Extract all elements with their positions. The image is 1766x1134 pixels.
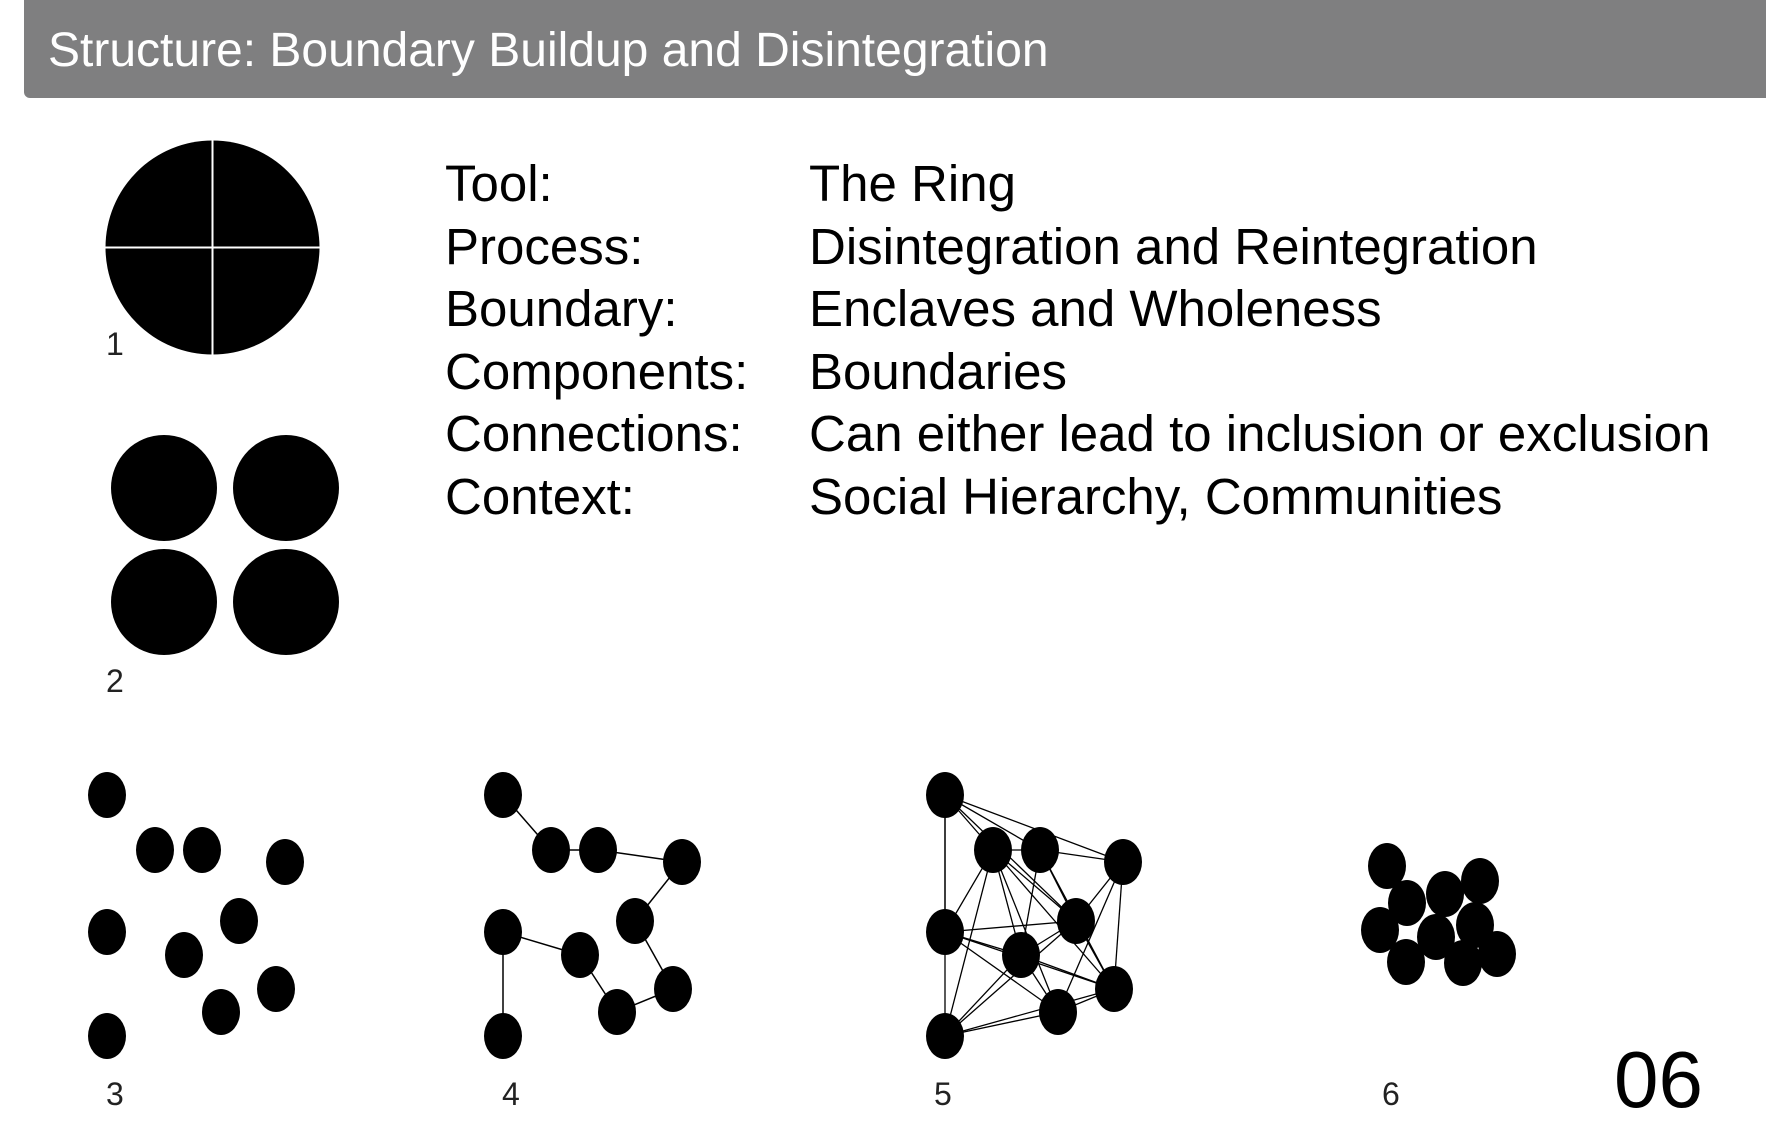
info-row-tool: Tool: The Ring bbox=[445, 158, 1711, 221]
node bbox=[1426, 871, 1464, 917]
info-value: Disintegration and Reintegration bbox=[809, 217, 1538, 275]
figure-6-clustered-nodes bbox=[1361, 843, 1516, 986]
info-label: Context: bbox=[445, 467, 635, 525]
enclave bbox=[111, 435, 217, 541]
node bbox=[266, 839, 304, 885]
node bbox=[1104, 839, 1142, 885]
info-label: Components: bbox=[445, 342, 749, 400]
figure-2-four-enclaves bbox=[111, 435, 339, 655]
info-table: Tool: The Ring Process: Disintegration a… bbox=[445, 158, 1711, 533]
node bbox=[1478, 931, 1516, 977]
node bbox=[1039, 989, 1077, 1035]
node bbox=[579, 827, 617, 873]
info-value: Enclaves and Wholeness bbox=[809, 280, 1382, 337]
info-label: Boundary: bbox=[445, 280, 678, 337]
node bbox=[88, 1013, 126, 1059]
enclave bbox=[233, 549, 339, 655]
node bbox=[598, 989, 636, 1035]
info-row-connections: Connections: Can either lead to inclusio… bbox=[445, 408, 1711, 471]
info-label: Process: bbox=[445, 217, 644, 275]
info-value: Can either lead to inclusion or exclusio… bbox=[809, 405, 1711, 462]
info-row-process: Process: Disintegration and Reintegratio… bbox=[445, 221, 1711, 284]
info-label: Tool: bbox=[445, 155, 553, 212]
node bbox=[484, 1013, 522, 1059]
node bbox=[1417, 914, 1455, 960]
node bbox=[88, 772, 126, 818]
info-row-components: Components: Boundaries bbox=[445, 346, 1711, 409]
figure-number-6: 6 bbox=[1382, 1076, 1400, 1112]
info-value: Social Hierarchy, Communities bbox=[809, 467, 1503, 525]
figure-number-1: 1 bbox=[106, 326, 124, 362]
node bbox=[183, 827, 221, 873]
info-value: The Ring bbox=[809, 155, 1016, 212]
figure-number-2: 2 bbox=[106, 663, 124, 699]
enclave bbox=[233, 435, 339, 541]
info-row-boundary: Boundary: Enclaves and Wholeness bbox=[445, 283, 1711, 346]
node bbox=[1388, 880, 1426, 926]
enclave bbox=[111, 549, 217, 655]
node bbox=[136, 827, 174, 873]
node bbox=[484, 772, 522, 818]
page-title: Structure: Boundary Buildup and Disinteg… bbox=[48, 24, 1049, 77]
node bbox=[1002, 932, 1040, 978]
node bbox=[1368, 843, 1406, 889]
figure-4-linked-chain bbox=[484, 772, 701, 1059]
figure-1-divided-ring bbox=[100, 135, 325, 360]
node bbox=[202, 989, 240, 1035]
node bbox=[1456, 902, 1494, 948]
figure-number-4: 4 bbox=[502, 1076, 520, 1112]
node bbox=[1444, 940, 1482, 986]
node bbox=[654, 966, 692, 1012]
node bbox=[663, 839, 701, 885]
node bbox=[1057, 898, 1095, 944]
info-label: Connections: bbox=[445, 405, 743, 462]
node bbox=[484, 909, 522, 955]
node bbox=[220, 898, 258, 944]
figure-5-dense-network bbox=[926, 772, 1142, 1059]
node bbox=[165, 932, 203, 978]
node bbox=[1021, 827, 1059, 873]
figure-number-5: 5 bbox=[934, 1076, 952, 1112]
node bbox=[974, 827, 1012, 873]
info-value: Boundaries bbox=[809, 342, 1068, 400]
node bbox=[532, 827, 570, 873]
node bbox=[926, 772, 964, 818]
node bbox=[1387, 939, 1425, 985]
node bbox=[257, 966, 295, 1012]
title-bar: Structure: Boundary Buildup and Disinteg… bbox=[24, 0, 1766, 98]
node bbox=[1461, 858, 1499, 904]
figure-number-3: 3 bbox=[106, 1076, 124, 1112]
node bbox=[1361, 907, 1399, 953]
node bbox=[561, 932, 599, 978]
node bbox=[1095, 966, 1133, 1012]
info-row-context: Context: Social Hierarchy, Communities bbox=[445, 471, 1711, 534]
figure-3-scattered-nodes bbox=[88, 772, 304, 1059]
node bbox=[926, 909, 964, 955]
node bbox=[926, 1013, 964, 1059]
node bbox=[88, 909, 126, 955]
node bbox=[616, 898, 654, 944]
page-number: 06 bbox=[1614, 1035, 1703, 1124]
